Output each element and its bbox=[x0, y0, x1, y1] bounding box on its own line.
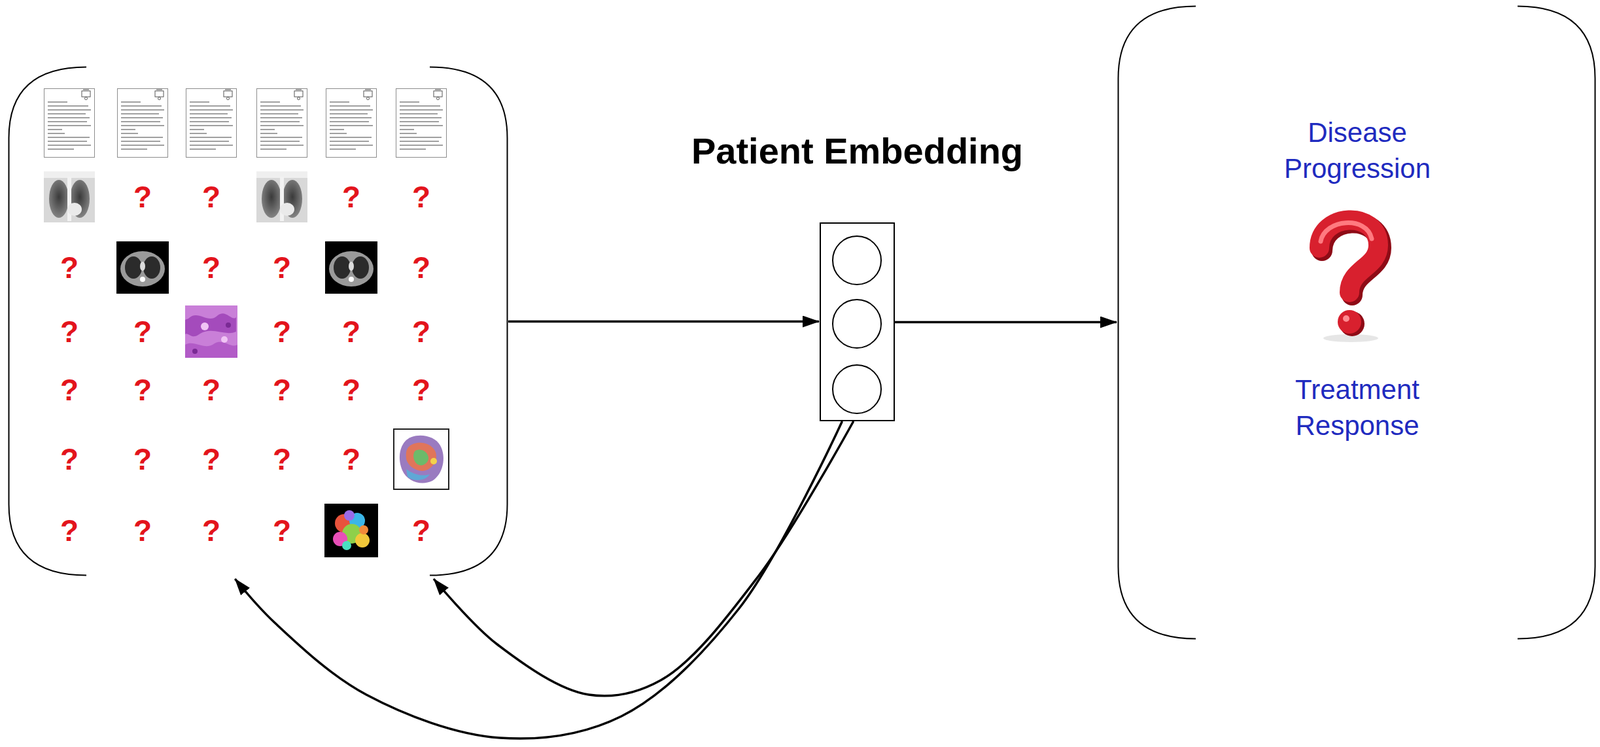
ct-images bbox=[116, 241, 378, 294]
question-icon bbox=[1319, 219, 1381, 343]
outcome-panel: Disease ProgressionTreatment Response bbox=[1117, 5, 1597, 640]
spatial-image bbox=[399, 435, 444, 484]
missing-mark: ? bbox=[342, 181, 361, 212]
missing-mark: ? bbox=[133, 515, 152, 546]
missing-mark: ? bbox=[272, 316, 292, 347]
flow-arrow bbox=[508, 320, 819, 324]
missing-mark: ? bbox=[60, 252, 79, 283]
flow-arrow bbox=[894, 321, 1117, 324]
outcome-label: Disease Progression bbox=[1265, 115, 1449, 187]
pathology-image bbox=[185, 313, 237, 337]
pathology-image bbox=[185, 305, 238, 358]
embedding-vector: Patient Embedding bbox=[819, 222, 895, 422]
outcome-label: Treatment Response bbox=[1265, 372, 1449, 444]
missing-mark: ? bbox=[342, 444, 361, 475]
missing-mark: ? bbox=[60, 316, 79, 347]
missing-mark: ? bbox=[412, 316, 431, 347]
missing-mark: ? bbox=[202, 252, 221, 283]
node-outline bbox=[1117, 5, 1597, 640]
report-icons bbox=[396, 88, 447, 158]
node-outline bbox=[7, 66, 509, 577]
vector-unit bbox=[832, 299, 882, 348]
question-icon bbox=[1320, 223, 1372, 242]
missing-mark: ? bbox=[272, 374, 292, 405]
modality-panel: ????????????????????????????? bbox=[7, 66, 509, 577]
missing-mark: ? bbox=[133, 316, 152, 347]
panel-bracket bbox=[1118, 6, 1197, 640]
flow-arrow bbox=[433, 421, 854, 696]
protein-image bbox=[359, 525, 369, 535]
missing-mark: ? bbox=[412, 374, 431, 405]
protein-image bbox=[342, 540, 352, 551]
spatial-image bbox=[406, 469, 430, 481]
missing-mark: ? bbox=[60, 374, 79, 405]
missing-mark: ? bbox=[342, 316, 361, 347]
node-outline bbox=[820, 223, 894, 420]
spatial-image bbox=[393, 429, 449, 490]
ct-images bbox=[116, 241, 169, 294]
missing-mark: ? bbox=[412, 181, 431, 212]
missing-mark: ? bbox=[412, 515, 431, 546]
spatial-image bbox=[413, 449, 429, 466]
xray-images bbox=[256, 171, 308, 223]
vector-unit bbox=[832, 236, 882, 285]
pathology-image bbox=[200, 322, 209, 331]
missing-mark: ? bbox=[60, 444, 79, 475]
question-icon bbox=[1337, 310, 1362, 334]
missing-mark: ? bbox=[60, 515, 79, 546]
protein-image bbox=[344, 510, 355, 521]
panel-bracket bbox=[1517, 6, 1596, 640]
protein-image bbox=[355, 533, 370, 548]
missing-mark: ? bbox=[202, 374, 221, 405]
missing-mark: ? bbox=[202, 444, 221, 475]
spatial-image bbox=[430, 457, 437, 465]
missing-mark: ? bbox=[202, 515, 221, 546]
question-icon bbox=[1319, 219, 1379, 293]
xray-images bbox=[43, 171, 95, 223]
report-icons bbox=[44, 88, 447, 158]
ct-images bbox=[325, 241, 378, 294]
pathology-image bbox=[185, 305, 238, 358]
pathology-image bbox=[192, 348, 198, 354]
missing-mark: ? bbox=[133, 374, 152, 405]
pathology-image bbox=[185, 342, 238, 358]
pathology-image bbox=[225, 322, 231, 328]
missing-mark: ? bbox=[412, 252, 431, 283]
question-icon bbox=[1342, 315, 1350, 322]
protein-image bbox=[324, 503, 379, 558]
spatial-image bbox=[393, 429, 449, 490]
embedding-title: Patient Embedding bbox=[691, 132, 1024, 170]
missing-mark: ? bbox=[272, 252, 292, 283]
spatial-image bbox=[406, 442, 437, 471]
flow-arrow bbox=[234, 421, 842, 739]
report-icons bbox=[117, 88, 169, 158]
missing-mark: ? bbox=[133, 444, 152, 475]
protein-image bbox=[324, 503, 379, 558]
report-icons bbox=[44, 88, 95, 158]
missing-mark: ? bbox=[202, 181, 221, 212]
vector-unit bbox=[832, 365, 882, 414]
panel-bracket bbox=[429, 67, 508, 576]
pathology-image bbox=[221, 336, 228, 343]
missing-mark: ? bbox=[133, 181, 152, 212]
xray-images bbox=[43, 171, 308, 223]
missing-mark: ? bbox=[342, 374, 361, 405]
report-icons bbox=[326, 88, 377, 158]
report-icons bbox=[257, 88, 308, 158]
missing-mark: ? bbox=[272, 444, 292, 475]
report-icons bbox=[186, 88, 237, 158]
missing-mark: ? bbox=[272, 515, 292, 546]
panel-bracket bbox=[9, 67, 87, 576]
